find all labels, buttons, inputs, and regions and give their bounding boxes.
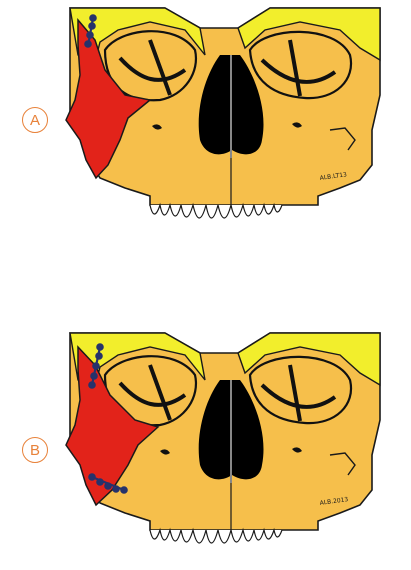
- panel-label-b: B: [22, 437, 48, 463]
- skull-illustration-b: ALB.2013: [0, 325, 411, 570]
- skull-panel-b: ALB.2013: [0, 325, 411, 570]
- teeth-row: [150, 205, 282, 218]
- teeth-row: [150, 530, 282, 543]
- skull-illustration-a: ALB.LT13: [0, 0, 411, 245]
- panel-label-a: A: [22, 107, 48, 133]
- skull-panel-a: ALB.LT13: [0, 0, 411, 245]
